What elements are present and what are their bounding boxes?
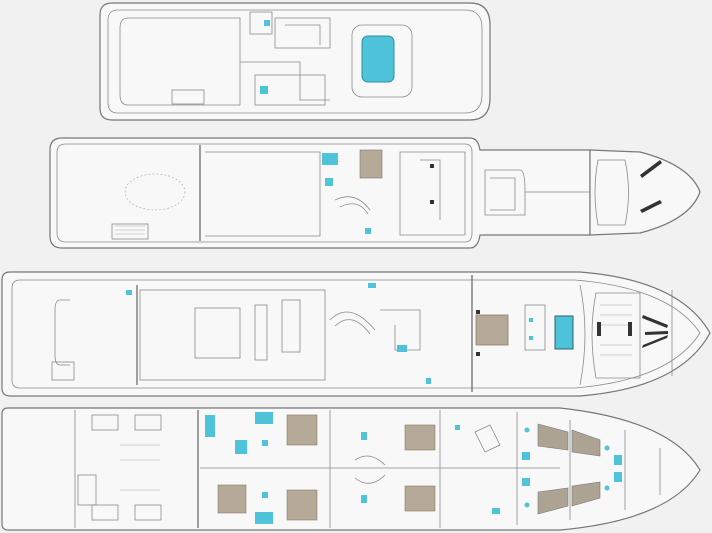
guest-bed [286,414,318,446]
guest-bed [217,484,247,514]
guest-bed [404,424,436,451]
sun-deck [99,2,491,121]
sun-deck-outline [99,2,491,121]
master-bed [475,314,509,346]
guest-bed [404,485,436,512]
master-tub [554,315,574,350]
guest-bed [286,489,318,521]
bridge-foredeck-outline [589,149,701,236]
cabin-bed [359,149,383,179]
bridge-deck [49,137,701,249]
main-deck-outline [1,271,711,397]
jacuzzi [361,35,395,83]
lower-deck-outline [1,407,701,531]
main-deck [1,271,711,397]
lower-deck [1,407,701,531]
